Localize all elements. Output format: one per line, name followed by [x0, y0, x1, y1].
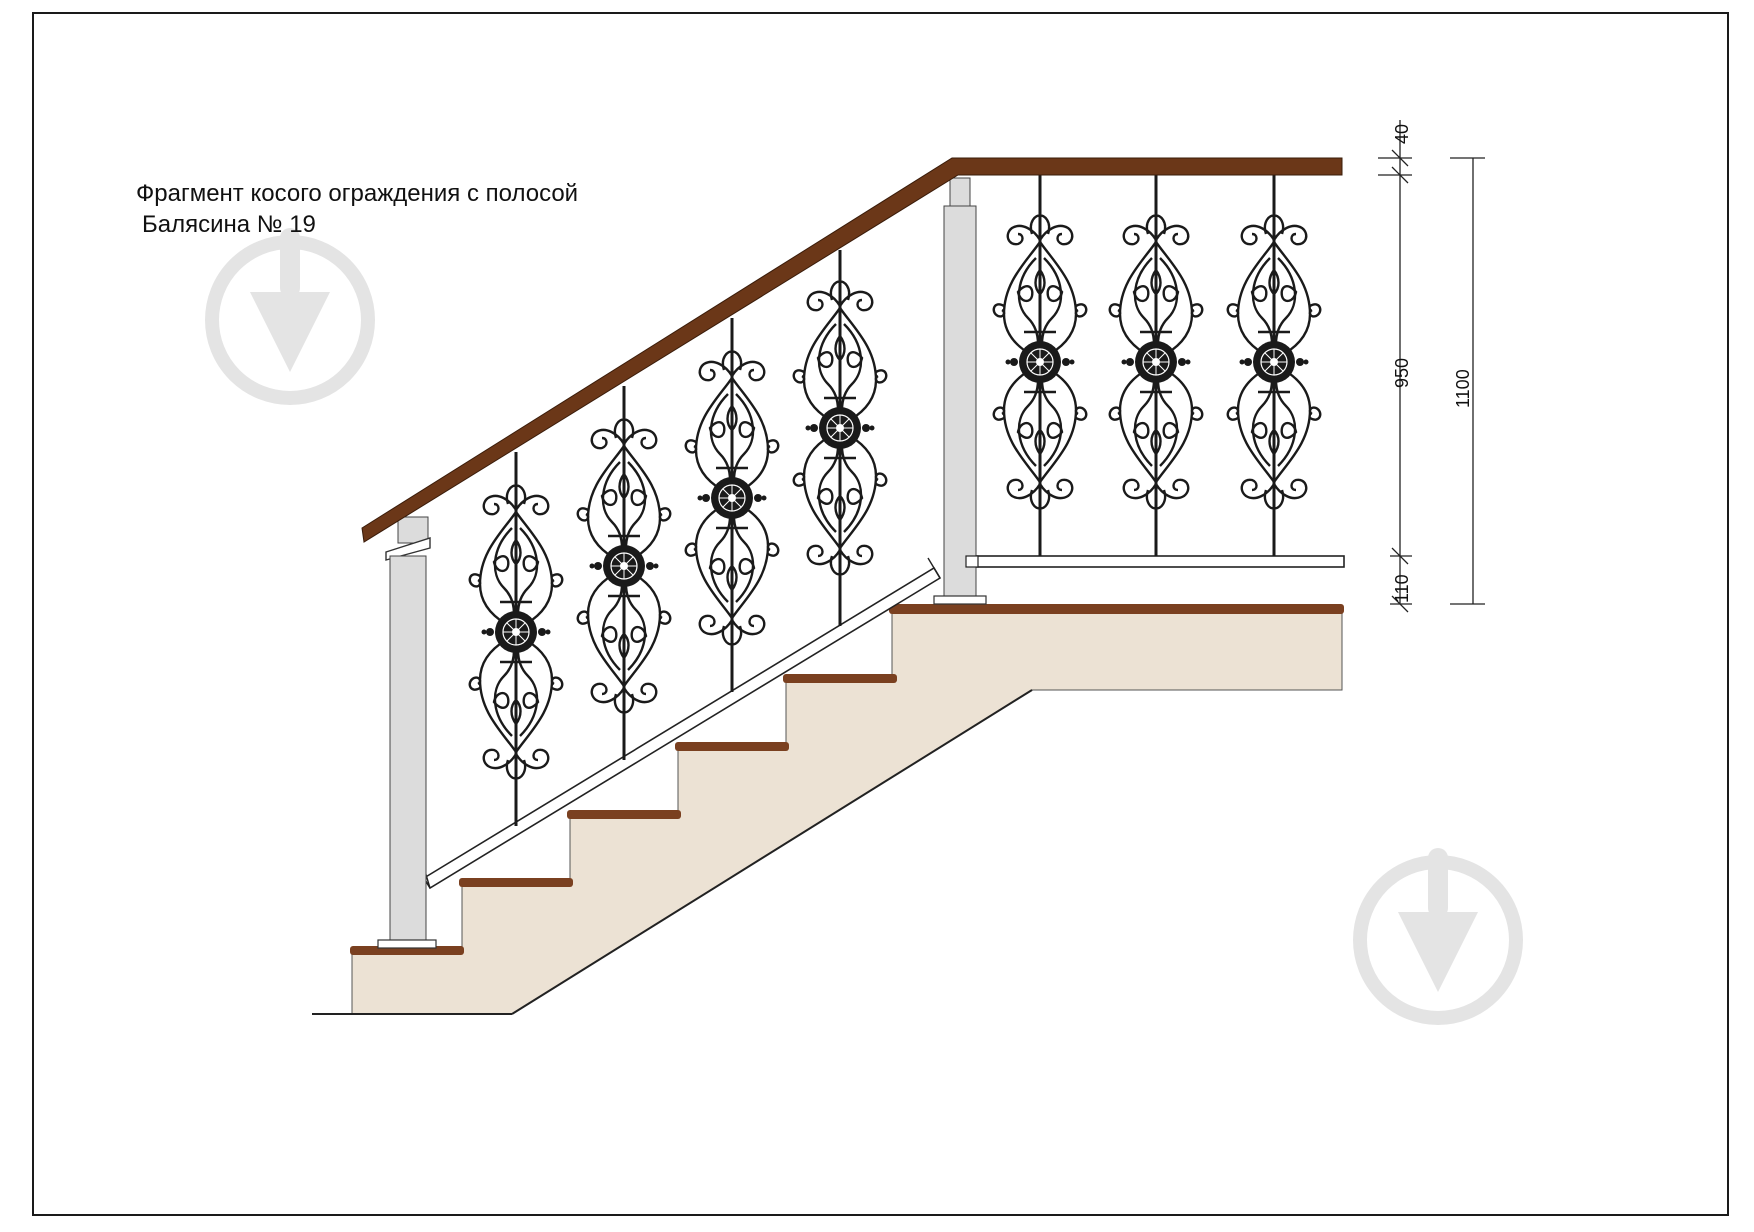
- horizontal-bottom-bar: [973, 555, 1345, 568]
- stair: [312, 604, 1344, 1015]
- baluster: [792, 250, 888, 626]
- dimensions: [1378, 120, 1485, 613]
- watermark-logo-icon: [1360, 848, 1516, 1018]
- baluster: [992, 174, 1088, 556]
- dimension-label-top: 40: [1392, 124, 1412, 144]
- title-block: Фрагмент косого ограждения с полосой Бал…: [136, 178, 578, 240]
- baluster: [684, 318, 780, 692]
- watermark-logo-icon: [212, 228, 368, 398]
- handrail: [361, 157, 1343, 543]
- baluster: [468, 452, 564, 826]
- dimension-label-bottom: 110: [1392, 574, 1412, 603]
- baluster: [1108, 174, 1204, 556]
- newel-post-upper: [933, 177, 987, 605]
- drawing-title: Фрагмент косого ограждения с полосой: [136, 180, 579, 207]
- balusters-horizontal: [992, 174, 1322, 556]
- newel-post-lower: [377, 516, 437, 949]
- inclined-bottom-bar: [422, 557, 942, 890]
- drawing-subtitle: Балясина № 19: [142, 211, 316, 238]
- dimension-label-middle: 950: [1392, 358, 1412, 388]
- baluster: [1226, 174, 1322, 556]
- dimension-label-overall: 1100: [1453, 369, 1473, 408]
- balusters-inclined: [468, 250, 888, 826]
- baluster: [576, 386, 672, 760]
